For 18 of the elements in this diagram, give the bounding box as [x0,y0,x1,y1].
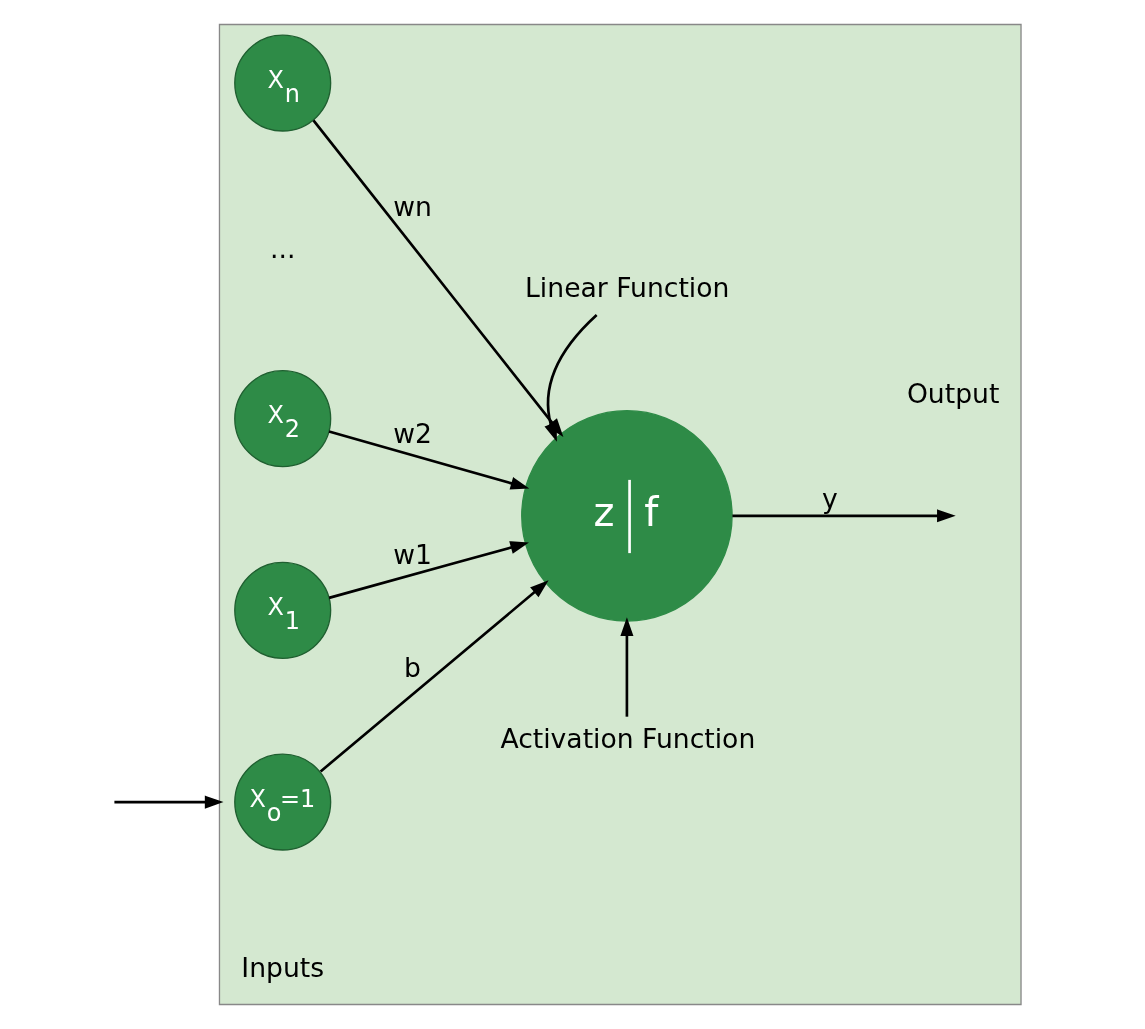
arrow [328,430,530,490]
node-text: Activation Function [500,722,756,754]
node-circle: z f [521,409,733,622]
edge-label: y [822,482,838,514]
edge-label: b [404,651,421,683]
edge-label: w1 [393,538,432,570]
edge-label: w2 [393,417,432,449]
label: ... [270,232,296,264]
arrow [732,509,956,523]
edge-label: wn [393,191,432,223]
arrow [114,795,224,809]
label: Inputs [241,951,325,983]
cluster [218,23,1022,1006]
arrow [620,617,634,717]
node-text: Linear Function [525,272,730,304]
label: Output [906,377,1000,409]
arrow [328,541,529,600]
arrow [319,580,549,773]
